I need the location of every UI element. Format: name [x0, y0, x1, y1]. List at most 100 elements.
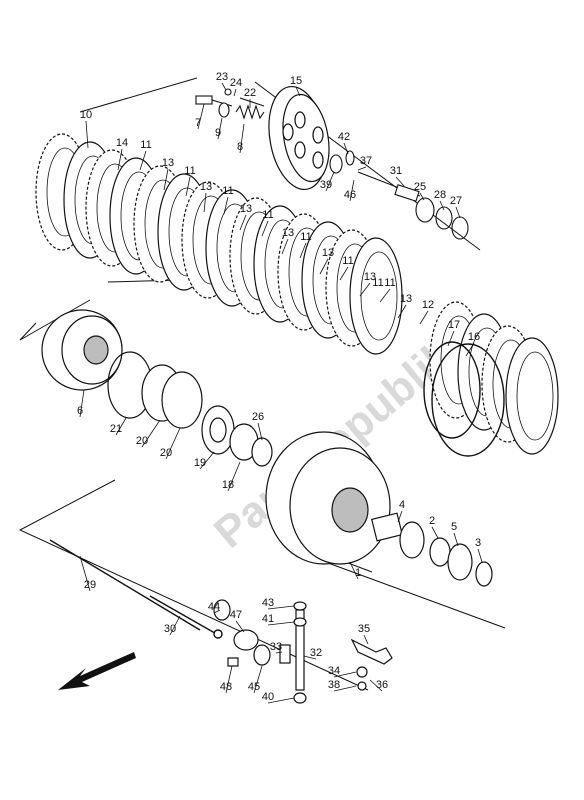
leader-line — [295, 86, 301, 97]
leader-line — [281, 238, 289, 255]
outline-lower-right — [319, 559, 506, 629]
callout-12: 12 — [422, 299, 434, 311]
callout-13: 13 — [364, 271, 376, 283]
leader-line — [197, 103, 205, 130]
spacer-2 — [429, 537, 451, 567]
callout-46: 46 — [344, 189, 356, 201]
leader-line — [343, 142, 349, 155]
leader-line — [369, 679, 383, 692]
leader-line — [275, 651, 283, 654]
callout-6: 6 — [77, 405, 83, 417]
leader-line — [79, 389, 85, 418]
leader-line — [267, 621, 295, 626]
push-rods — [49, 539, 223, 639]
callout-11: 11 — [372, 277, 383, 289]
circlip-3 — [475, 561, 493, 587]
callout-37: 37 — [360, 155, 372, 167]
callout-11: 11 — [184, 165, 195, 177]
leader-line — [455, 206, 461, 219]
callout-16: 16 — [468, 331, 480, 343]
leader-line — [359, 282, 371, 297]
washer-38 — [357, 681, 367, 691]
leader-line — [439, 200, 445, 211]
leader-line — [261, 220, 269, 237]
leader-line — [199, 451, 215, 470]
clutch-hub — [41, 309, 123, 391]
leader-line — [453, 532, 459, 547]
callout-24: 24 — [230, 77, 242, 89]
leader-line — [239, 123, 245, 154]
spring-34 — [356, 666, 368, 678]
leader-line — [163, 168, 169, 191]
callout-1: 1 — [355, 567, 361, 579]
outline-top-plates — [79, 77, 198, 113]
callout-5: 5 — [451, 521, 457, 533]
leader-line — [185, 176, 191, 197]
callout-9: 9 — [215, 127, 221, 139]
washer — [218, 102, 230, 118]
bolt — [195, 95, 213, 105]
washer-26 — [251, 437, 273, 467]
leader-line — [115, 417, 127, 436]
leader-line — [267, 697, 295, 704]
callout-29: 29 — [84, 579, 96, 591]
callout-33: 33 — [270, 641, 282, 653]
leader-line — [447, 330, 455, 347]
leader-line — [397, 510, 403, 523]
leader-line — [79, 555, 91, 592]
push-rod-29 — [49, 539, 201, 631]
callout-13: 13 — [322, 247, 334, 259]
callout-31: 31 — [390, 165, 402, 177]
leader-line — [339, 266, 349, 281]
leader-line — [333, 671, 357, 678]
cushion-ring — [423, 341, 481, 439]
callout-27: 27 — [450, 195, 462, 207]
leader-line — [349, 179, 355, 202]
release-rod-assembly — [329, 150, 469, 240]
leader-line — [395, 176, 405, 187]
callout-11: 11 — [384, 277, 395, 289]
callout-44: 44 — [208, 601, 220, 613]
callout-7: 7 — [195, 117, 201, 129]
pressure-plate — [268, 85, 330, 191]
leader-line — [257, 422, 263, 441]
bolt-48 — [227, 657, 239, 667]
front-arrow-icon — [58, 652, 136, 690]
bearing-25 — [415, 197, 435, 223]
leader-line — [349, 561, 359, 580]
leader-line — [221, 82, 227, 91]
callout-42: 42 — [338, 131, 350, 143]
push-rod-30 — [149, 595, 221, 637]
callout-43: 43 — [262, 597, 274, 609]
callout-34: 34 — [328, 665, 340, 677]
callout-32: 32 — [310, 647, 322, 659]
leader-line — [141, 419, 161, 448]
callout-13: 13 — [400, 293, 412, 305]
steel-plate — [505, 337, 559, 455]
leader-line — [85, 120, 89, 149]
release-shaft-parts — [213, 599, 393, 704]
plate-inner-ring — [360, 251, 398, 341]
leader-line — [397, 304, 407, 319]
bearing-40 — [293, 692, 307, 704]
cushion-ring — [431, 343, 505, 457]
washer-39 — [329, 154, 343, 174]
leader-line — [299, 242, 307, 259]
bolt-spring-set — [195, 88, 265, 120]
leader-line — [233, 88, 237, 97]
leader-line — [267, 605, 295, 610]
leader-line — [477, 548, 483, 563]
leader-line — [319, 258, 329, 275]
hub-small-parts — [107, 351, 273, 467]
steel-plate — [349, 237, 403, 355]
callout-13: 13 — [162, 157, 174, 169]
bush-4 — [370, 512, 404, 542]
leader-line — [169, 615, 181, 636]
leader-line — [419, 310, 429, 325]
outline-hub-top — [107, 279, 181, 283]
callout-leader-lines — [79, 82, 483, 704]
leader-line — [431, 526, 439, 539]
leader-line — [253, 665, 263, 694]
